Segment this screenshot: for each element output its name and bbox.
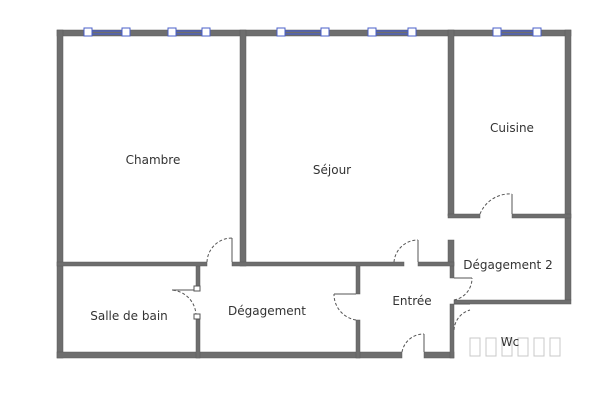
- wall-right: [564, 29, 572, 301]
- door-degagement-entree: [333, 293, 357, 321]
- room-label-sejour: Séjour: [313, 163, 351, 177]
- door-entree-exterior: [401, 333, 425, 353]
- wall-chambre-degagement: [231, 261, 405, 267]
- door-wc: [453, 303, 471, 331]
- room-label-cuisine: Cuisine: [490, 121, 534, 135]
- wall-degagement-entree-lower: [355, 319, 361, 359]
- room-label-entree: Entrée: [392, 294, 431, 308]
- room-label-chambre: Chambre: [126, 153, 181, 167]
- door-sejour: [393, 239, 419, 263]
- window-chambre-1: [83, 27, 131, 37]
- wall-degagement-entree-upper: [355, 263, 361, 295]
- wall-left: [56, 29, 64, 359]
- room-label-wc: Wc: [501, 335, 519, 349]
- room-label-degagement: Dégagement: [228, 304, 306, 318]
- door-salle-de-bain: [171, 285, 201, 320]
- window-sejour-2: [367, 27, 417, 37]
- watermark-logo: [469, 337, 561, 357]
- wall-chambre-sejour: [239, 29, 247, 267]
- window-cuisine: [492, 27, 542, 37]
- window-sejour-1: [276, 27, 330, 37]
- wall-cuisine-degagement2: [447, 239, 455, 265]
- wall-sejour-entree-right: [417, 261, 455, 267]
- wall-bottom-left: [56, 351, 403, 359]
- wall-sdb-degagement-lower: [195, 315, 201, 359]
- room-label-degagement2: Dégagement 2: [463, 258, 552, 272]
- walls: [56, 29, 572, 359]
- door-chambre: [206, 237, 233, 263]
- doors: [171, 193, 513, 353]
- room-label-salle-de-bain: Salle de bain: [90, 309, 168, 323]
- wall-sejour-cuisine: [447, 29, 455, 217]
- door-degagement2: [453, 277, 473, 301]
- wall-entree-wc: [449, 303, 455, 359]
- window-chambre-2: [167, 27, 211, 37]
- wall-cuisine-right: [511, 213, 572, 219]
- door-cuisine: [479, 193, 513, 215]
- wall-wc-top: [453, 299, 572, 305]
- wall-cuisine-left: [447, 213, 481, 219]
- windows: [83, 27, 542, 37]
- wall-chambre-sdb: [56, 261, 208, 267]
- wall-bottom-mid: [423, 351, 455, 359]
